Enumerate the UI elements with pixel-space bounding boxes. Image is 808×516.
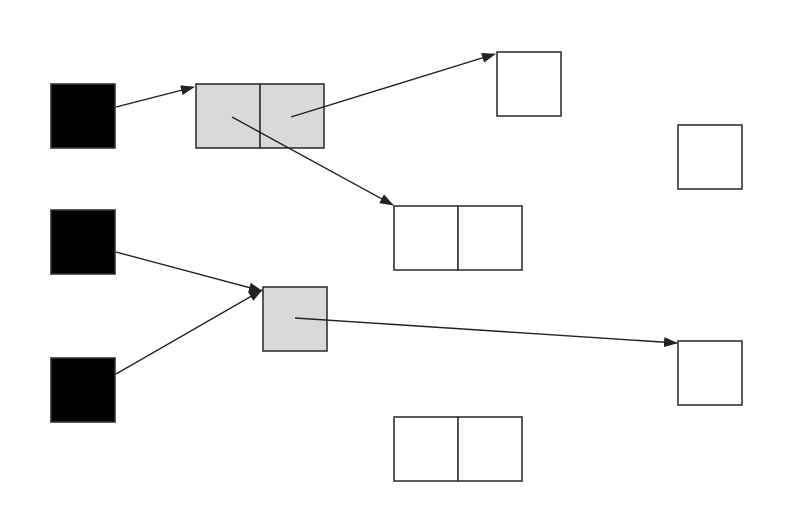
- object-pair-bottom-cell-2: [457, 416, 523, 482]
- root-2-node: [50, 209, 116, 275]
- object-top-node: [496, 51, 562, 117]
- arrow-reachable-pair-to-object-top: [290, 53, 496, 118]
- reachable-pair-node: [195, 83, 325, 149]
- object-right-upper-cell-1: [677, 124, 743, 190]
- arrow-root-3-to-reachable-single: [115, 289, 263, 375]
- object-right-lower-node: [677, 340, 743, 406]
- root-3-cell-1: [50, 357, 116, 423]
- arrow-root-2-to-reachable-single: [115, 251, 263, 293]
- arrow-root-1-to-reachable-pair: [115, 85, 195, 108]
- object-pair-bottom-cell-1: [393, 416, 459, 482]
- root-1-node: [50, 83, 116, 149]
- edges-layer: [115, 53, 678, 375]
- object-pair-middle-node: [393, 205, 523, 271]
- reachable-pair-cell-1: [195, 83, 261, 149]
- object-pair-middle-cell-1: [393, 205, 459, 271]
- root-3-node: [50, 357, 116, 423]
- object-right-lower-cell-1: [677, 340, 743, 406]
- object-pair-bottom-node: [393, 416, 523, 482]
- root-1-cell-1: [50, 83, 116, 149]
- object-pair-middle-cell-2: [457, 205, 523, 271]
- arrow-reachable-single-to-object-right-lower: [294, 317, 678, 348]
- nodes-layer: [50, 51, 743, 482]
- root-2-cell-1: [50, 209, 116, 275]
- object-top-cell-1: [496, 51, 562, 117]
- object-right-upper-node: [677, 124, 743, 190]
- arrow-reachable-pair-to-object-pair-middle: [231, 116, 394, 206]
